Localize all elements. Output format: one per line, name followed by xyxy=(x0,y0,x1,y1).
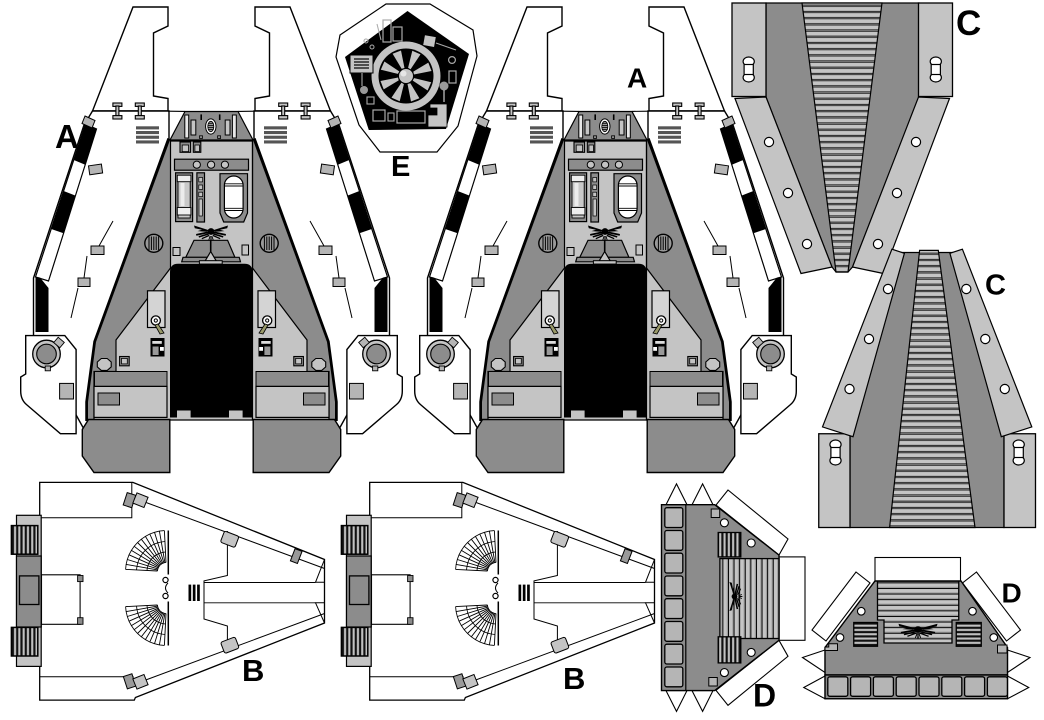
svg-text:A: A xyxy=(627,63,647,94)
svg-text:C: C xyxy=(985,270,1006,302)
svg-text:E: E xyxy=(391,151,410,183)
svg-text:D: D xyxy=(753,678,776,714)
svg-text:A: A xyxy=(55,118,79,155)
svg-text:D: D xyxy=(1002,578,1022,609)
svg-text:B: B xyxy=(242,653,264,688)
svg-text:C: C xyxy=(956,4,981,43)
svg-text:B: B xyxy=(563,661,585,696)
